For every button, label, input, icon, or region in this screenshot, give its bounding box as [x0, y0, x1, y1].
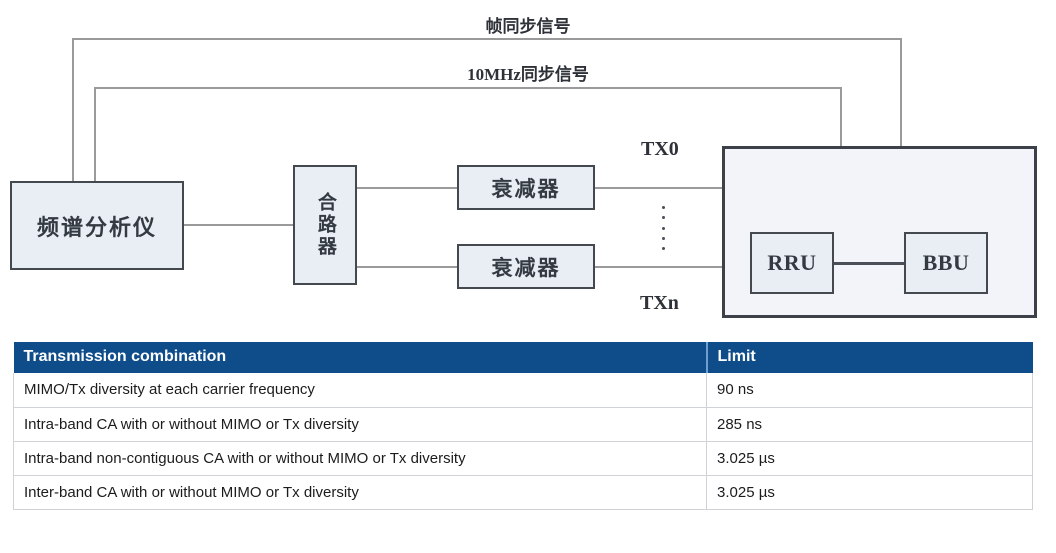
transmission-limits-table: Transmission combination Limit MIMO/Tx d…	[13, 342, 1033, 510]
table-row: Inter-band CA with or without MIMO or Tx…	[13, 475, 1033, 510]
combiner-box: 合路器	[293, 165, 357, 285]
table-header-row: Transmission combination Limit	[13, 342, 1033, 373]
cell-combination: Intra-band CA with or without MIMO or Tx…	[13, 407, 707, 442]
ref-clock-wire-right-vertical	[840, 87, 842, 148]
spectrum-analyzer-label: 频谱分析仪	[36, 215, 157, 241]
attenuator-bottom-to-rru-wire	[594, 266, 724, 268]
cell-combination: Inter-band CA with or without MIMO or Tx…	[13, 475, 707, 510]
cell-limit: 3.025 µs	[706, 475, 1033, 510]
combiner-to-attenuator-top-wire	[356, 187, 459, 189]
ref-clock-sync-label: 10MHz同步信号	[467, 65, 589, 84]
rru-to-bbu-wire	[832, 262, 906, 265]
cell-limit: 3.025 µs	[706, 441, 1033, 476]
bbu-label: BBU	[922, 250, 970, 275]
frame-sync-label: 帧同步信号	[485, 17, 571, 36]
table-row: Intra-band CA with or without MIMO or Tx…	[13, 407, 1033, 442]
cell-combination: Intra-band non-contiguous CA with or wit…	[13, 441, 707, 476]
table-row: Intra-band non-contiguous CA with or wit…	[13, 441, 1033, 476]
frame-sync-wire-right-vertical	[900, 38, 902, 148]
rru-box: RRU	[750, 232, 834, 294]
attenuator-bottom-label: 衰减器	[491, 255, 561, 280]
bbu-box: BBU	[904, 232, 988, 294]
cell-limit: 285 ns	[706, 407, 1033, 442]
ref-clock-wire-left-vertical	[94, 87, 96, 188]
rru-label: RRU	[767, 250, 817, 275]
attenuator-top-label: 衰减器	[491, 176, 561, 201]
test-setup-diagram: 帧同步信号 10MHz同步信号 频谱分析仪 合路器 衰减器 衰减器 TX0 TX…	[10, 17, 1037, 318]
txn-port-label: TXn	[640, 292, 679, 314]
cell-limit: 90 ns	[706, 373, 1033, 408]
attenuator-bottom-box: 衰减器	[457, 244, 595, 289]
cell-combination: MIMO/Tx diversity at each carrier freque…	[13, 373, 707, 408]
table-row: MIMO/Tx diversity at each carrier freque…	[13, 373, 1033, 408]
tx0-port-label: TX0	[641, 138, 679, 160]
limits-table-container: Transmission combination Limit MIMO/Tx d…	[13, 342, 1033, 510]
attenuator-top-box: 衰减器	[457, 165, 595, 210]
tx-ports-ellipsis-icon	[661, 206, 665, 250]
analyzer-to-combiner-wire	[183, 224, 295, 226]
combiner-to-attenuator-bottom-wire	[356, 266, 459, 268]
spectrum-analyzer-box: 频谱分析仪	[10, 181, 184, 270]
attenuator-top-to-rru-wire	[594, 187, 724, 189]
frame-sync-wire-left-vertical	[72, 38, 74, 188]
column-header-limit: Limit	[705, 342, 1033, 373]
combiner-label: 合路器	[314, 192, 337, 258]
frame-sync-wire-horizontal	[72, 38, 902, 40]
ref-clock-wire-horizontal	[94, 87, 842, 89]
column-header-transmission-combination: Transmission combination	[13, 342, 707, 373]
